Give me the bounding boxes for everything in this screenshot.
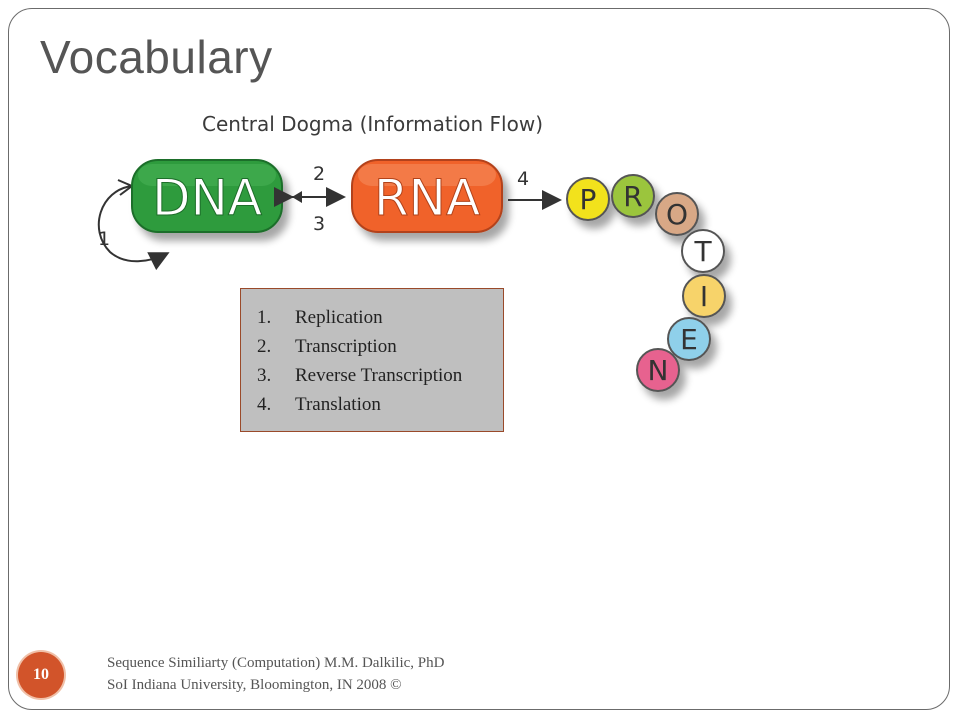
protein-letter-e: E <box>680 323 698 356</box>
replication-arrow-start <box>117 179 133 196</box>
arrow-label-1: 1 <box>98 228 110 250</box>
protein-bead-e <box>667 317 711 361</box>
legend-item: 1. Replication <box>257 303 503 332</box>
protein-letter-n: N <box>648 354 669 387</box>
legend-item: 3. Reverse Transcription <box>257 361 503 390</box>
arrow-label-4: 4 <box>517 168 529 190</box>
dna-pill <box>131 159 283 233</box>
footer-line-1: Sequence Similiarty (Computation) M.M. D… <box>107 655 445 671</box>
legend-item-label: Reverse Transcription <box>295 365 463 386</box>
legend-item: 4. Translation <box>257 390 503 419</box>
protein-bead-r <box>611 174 655 218</box>
dna-label: DNA <box>152 169 262 227</box>
footer-text: Sequence Similiarty (Computation) M.M. D… <box>107 652 444 696</box>
page-number-badge: 10 <box>18 652 64 698</box>
protein-bead-p <box>566 177 610 221</box>
legend-list: 1. Replication 2. Transcription 3. Reverse … <box>257 303 503 419</box>
protein-bead-o <box>655 192 699 236</box>
legend-item-number: 3. <box>257 365 272 386</box>
legend-item-label: Replication <box>295 307 383 328</box>
replication-arrow <box>97 185 170 271</box>
figure-title: Central Dogma (Information Flow) <box>202 112 543 136</box>
legend-item: 2. Transcription <box>257 332 503 361</box>
protein-letter-p: P <box>580 183 597 216</box>
protein-chain <box>566 174 726 392</box>
protein-letter-t: T <box>693 235 712 268</box>
reverse-arrowhead <box>292 191 302 203</box>
legend-item-label: Transcription <box>295 336 397 357</box>
arrow-label-2: 2 <box>313 163 325 185</box>
protein-bead-i <box>682 274 726 318</box>
legend-item-number: 4. <box>257 394 272 415</box>
legend-item-number: 2. <box>257 336 272 357</box>
rna-pill <box>351 159 503 233</box>
legend-item-label: Translation <box>295 394 381 415</box>
slide-title: Vocabulary <box>40 31 273 83</box>
legend-box: 1. Replication 2. Transcription 3. Reverse … <box>240 288 504 432</box>
protein-letter-r: R <box>623 180 642 213</box>
legend-item-number: 1. <box>257 307 272 328</box>
protein-bead-t <box>681 229 725 273</box>
protein-letter-i: I <box>700 280 708 313</box>
arrow-label-3: 3 <box>313 213 325 235</box>
protein-bead-n <box>636 348 680 392</box>
rna-label: RNA <box>374 169 480 227</box>
protein-letter-o: O <box>666 198 688 231</box>
footer-line-2: SoI Indiana University, Bloomington, IN … <box>107 677 402 693</box>
